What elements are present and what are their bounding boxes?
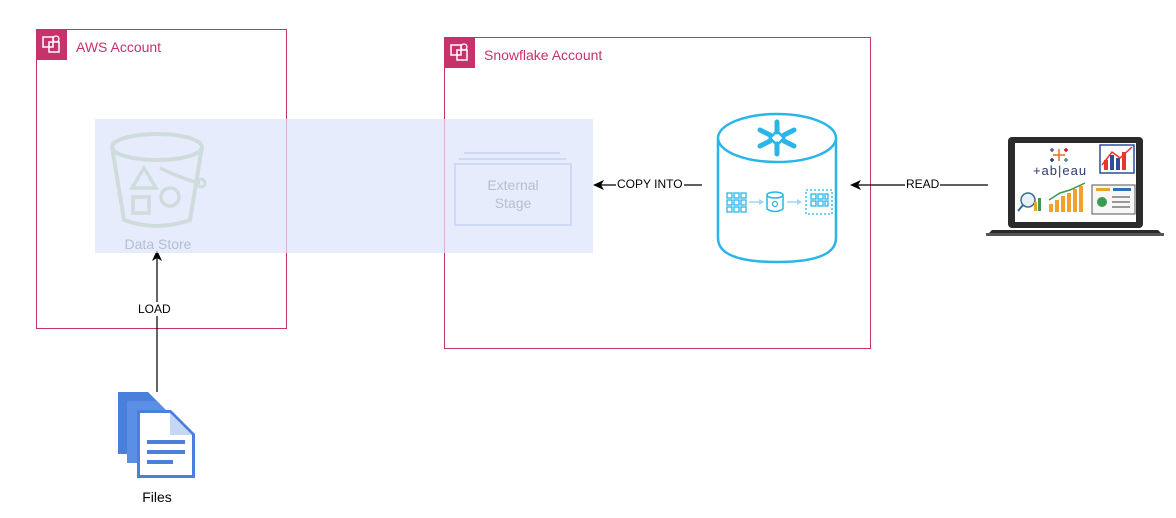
snowflake-account-icon xyxy=(445,38,475,68)
snowflake-database-icon xyxy=(716,112,838,264)
load-arrow xyxy=(152,250,162,392)
data-store-label: Data Store xyxy=(124,236,192,252)
load-edge-label: LOAD xyxy=(137,302,172,316)
external-stage-label: External Stage xyxy=(455,176,571,212)
external-stage-label-line2: Stage xyxy=(494,195,532,211)
files-label: Files xyxy=(142,489,172,505)
aws-account-label: AWS Account xyxy=(76,39,162,55)
tableau-brand-text: +ab|eau xyxy=(1032,163,1088,178)
files-icon xyxy=(118,392,195,478)
read-edge-label: READ xyxy=(905,177,941,191)
copy-into-edge-label: COPY INTO xyxy=(616,177,684,191)
tableau-laptop-icon xyxy=(986,137,1164,236)
snowflake-account-label: Snowflake Account xyxy=(484,47,603,63)
aws-account-icon xyxy=(37,30,67,60)
highlight-band xyxy=(95,119,593,253)
external-stage-label-line1: External xyxy=(487,177,539,193)
